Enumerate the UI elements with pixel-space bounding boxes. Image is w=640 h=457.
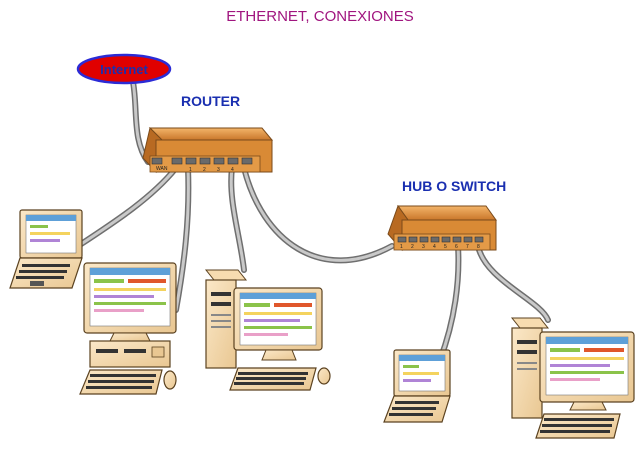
hub-port-4: 4 — [433, 244, 436, 250]
router-port-3: 3 — [217, 167, 220, 173]
desktop-computer-icon — [233, 287, 323, 361]
router-port-2: 2 — [203, 167, 206, 173]
keyboard-icon — [229, 367, 317, 391]
cable-router-hub — [241, 165, 395, 264]
cables — [69, 79, 551, 363]
laptop-icon — [9, 209, 83, 289]
cable-router-laptop — [69, 165, 179, 253]
hub-port-2: 2 — [411, 244, 414, 250]
keyboard-icon — [535, 413, 621, 439]
hub-port-7: 7 — [466, 244, 469, 250]
internet-label: Internet — [100, 62, 148, 77]
desktop-computer-icon — [539, 331, 635, 411]
page-title: ETHERNET, CONEXIONES — [226, 8, 414, 25]
router-port-1: 1 — [189, 167, 192, 173]
keyboard-icon — [79, 369, 163, 395]
tower-computer-icon — [204, 269, 248, 369]
internet-cloud-icon: Internet — [76, 53, 172, 85]
laptop-icon — [383, 349, 451, 423]
mouse-icon — [163, 370, 177, 390]
router-icon: WAN 1 2 3 4 — [142, 127, 274, 174]
hub-switch-label: HUB O SWITCH — [402, 178, 507, 194]
desktop-computer-icon — [83, 262, 177, 368]
router-label: ROUTER — [181, 93, 241, 109]
hub-port-5: 5 — [444, 244, 447, 250]
hub-port-3: 3 — [422, 244, 425, 250]
tower-computer-icon — [510, 317, 550, 419]
hub-port-1: 1 — [400, 244, 403, 250]
mouse-icon — [317, 367, 331, 385]
hub-port-6: 6 — [455, 244, 458, 250]
hub-port-8: 8 — [477, 244, 480, 250]
router-port-wan: WAN — [156, 166, 168, 172]
hub-switch-icon: 1 2 3 4 5 6 7 8 — [387, 204, 497, 252]
router-port-4: 4 — [231, 167, 234, 173]
